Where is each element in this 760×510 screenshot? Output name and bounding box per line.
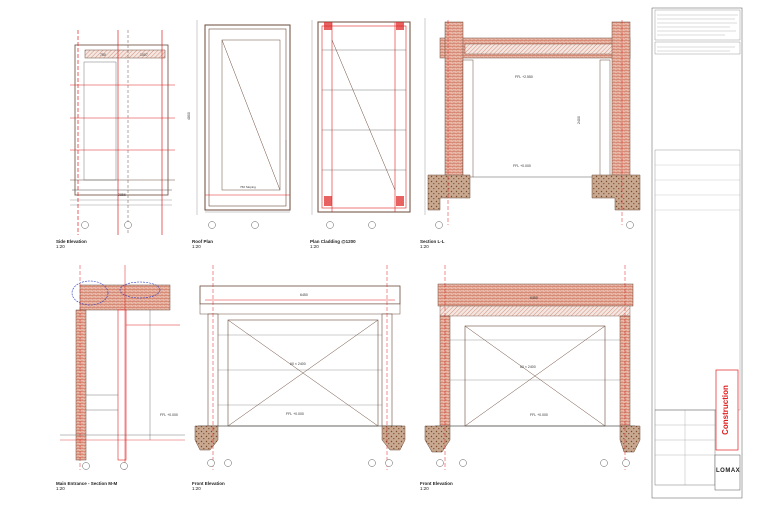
svg-text:FFL +0.000: FFL +0.000 (286, 412, 304, 416)
plan-cladding-scale: 1:20 (310, 244, 319, 249)
svg-text:760 Sloping: 760 Sloping (240, 185, 256, 189)
roof-plan-scale: 1:20 (192, 244, 201, 249)
svg-text:2400: 2400 (577, 116, 581, 124)
svg-text:1007: 1007 (140, 53, 148, 57)
section-ll-title: Section L-L (420, 239, 445, 244)
svg-text:750: 750 (100, 53, 106, 57)
front-elevation-2-scale: 1:20 (420, 486, 429, 491)
svg-text:60 × 2400: 60 × 2400 (520, 365, 536, 369)
roof-plan-drawing: 4800 760 Sloping (187, 20, 291, 229)
side-elevation-title: Side Elevation (56, 239, 87, 244)
front-elevation-drawing: 6450 60 × 2400 FFL +0.000 (194, 265, 406, 470)
plan-cladding-title: Plan Cladding @1200 (310, 239, 356, 244)
construction-status-stamp: Construction (721, 385, 730, 435)
roof-plan-title: Roof Plan (192, 239, 213, 244)
front-elevation-2-title: Front Elevation (420, 481, 453, 486)
main-entrance-section-drawing: FFL +0.000 (60, 265, 185, 470)
front-elevation-scale: 1:20 (192, 486, 201, 491)
svg-text:FFL +0.000: FFL +0.000 (513, 164, 531, 168)
main-entrance-scale: 1:20 (56, 486, 65, 491)
svg-text:4800: 4800 (187, 112, 191, 120)
title-block (651, 7, 743, 499)
section-ll-drawing: FFL +2.550 FFL +0.000 2400 (424, 18, 641, 229)
side-elevation-drawing: 750 1007 2856 (70, 30, 175, 235)
front-elevation-title: Front Elevation (192, 481, 225, 486)
front-elevation-2-drawing: 6450 60 × 2400 FFL +0.000 (424, 265, 641, 470)
svg-text:FFL +0.000: FFL +0.000 (530, 413, 548, 417)
span-dim-1: 6450 (300, 293, 308, 297)
main-entrance-title: Main Entrance - Section M-M (56, 481, 118, 486)
side-elevation-scale: 1:20 (56, 244, 65, 249)
svg-text:FFL +0.000: FFL +0.000 (160, 413, 178, 417)
section-ll-scale: 1:20 (420, 244, 429, 249)
plan-cladding-drawing (311, 20, 411, 229)
svg-text:6450: 6450 (530, 296, 538, 300)
opening-dim-1: 60 × 2400 (290, 362, 306, 366)
svg-text:2856: 2856 (118, 193, 126, 197)
svg-text:FFL +2.550: FFL +2.550 (515, 75, 533, 79)
lomax-logo: LOMAX (716, 468, 741, 474)
